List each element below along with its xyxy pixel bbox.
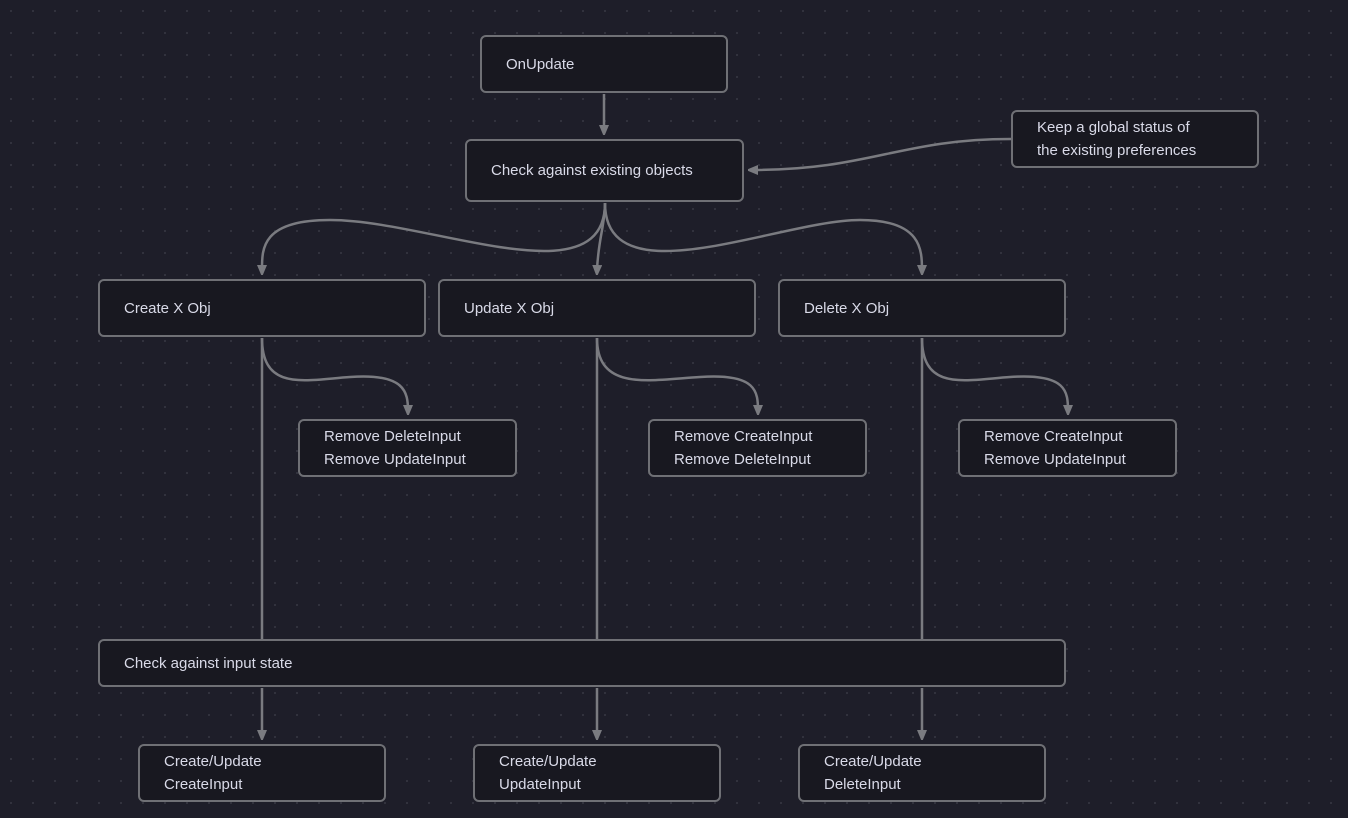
node-create-x-obj[interactable]: Create X Obj [98, 279, 426, 337]
node-global-status-note-line-2: the existing preferences [1037, 142, 1197, 159]
node-create-removals[interactable]: Remove DeleteInput Remove UpdateInput [298, 419, 517, 477]
node-check-input-state-label: Check against input state [124, 654, 293, 672]
node-upsert-delete-input-line-1: Create/Update [824, 753, 922, 770]
edge-check-existing-to-delete-obj [603, 202, 922, 271]
node-update-removals-line-1: Remove CreateInput [674, 428, 813, 445]
node-create-removals-line-1: Remove DeleteInput [324, 428, 461, 445]
node-global-status-note-line-1: Keep a global status of [1037, 119, 1190, 136]
node-on-update-label: OnUpdate [506, 55, 575, 73]
node-check-input-state[interactable]: Check against input state [98, 639, 1066, 687]
node-delete-removals[interactable]: Remove CreateInput Remove UpdateInput [958, 419, 1177, 477]
node-delete-removals-line-1: Remove CreateInput [984, 428, 1123, 445]
node-delete-x-obj[interactable]: Delete X Obj [778, 279, 1066, 337]
node-check-existing-objects[interactable]: Check against existing objects [465, 139, 744, 202]
edge-note-to-check-existing [752, 137, 1012, 170]
node-global-status-note[interactable]: Keep a global status of the existing pre… [1011, 110, 1259, 168]
node-upsert-delete-input[interactable]: Create/Update DeleteInput [798, 744, 1046, 802]
edge-check-existing-to-create-obj [262, 202, 607, 271]
node-create-x-obj-label: Create X Obj [124, 299, 211, 317]
node-upsert-delete-input-line-2: DeleteInput [824, 776, 901, 793]
node-upsert-update-input-line-1: Create/Update [499, 753, 597, 770]
node-update-removals[interactable]: Remove CreateInput Remove DeleteInput [648, 419, 867, 477]
node-delete-x-obj-label: Delete X Obj [804, 299, 890, 317]
node-check-existing-objects-label: Check against existing objects [491, 162, 693, 179]
node-update-removals-line-2: Remove DeleteInput [674, 451, 811, 468]
node-upsert-create-input-line-1: Create/Update [164, 753, 262, 770]
edge-create-obj-to-removals [260, 337, 408, 411]
node-on-update[interactable]: OnUpdate [480, 35, 728, 93]
node-update-x-obj-label: Update X Obj [464, 299, 555, 317]
node-upsert-create-input-line-2: CreateInput [164, 776, 243, 793]
edge-update-obj-to-removals [595, 337, 758, 411]
node-upsert-create-input[interactable]: Create/Update CreateInput [138, 744, 386, 802]
node-upsert-update-input-line-2: UpdateInput [499, 776, 581, 793]
edge-delete-obj-to-removals [920, 337, 1068, 411]
node-delete-removals-line-2: Remove UpdateInput [984, 451, 1126, 468]
node-update-x-obj[interactable]: Update X Obj [438, 279, 756, 337]
node-upsert-update-input[interactable]: Create/Update UpdateInput [473, 744, 721, 802]
edge-check-existing-to-update-obj [597, 202, 607, 271]
node-create-removals-line-2: Remove UpdateInput [324, 451, 466, 468]
